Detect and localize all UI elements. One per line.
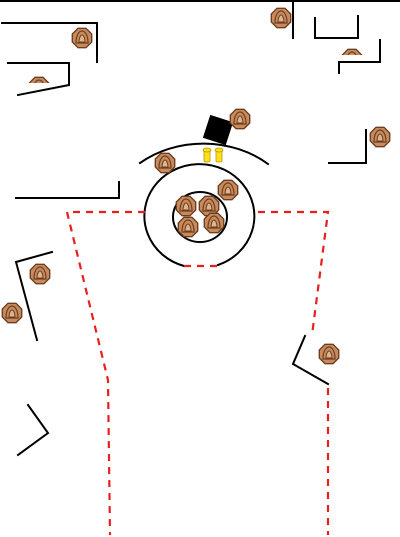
- fault-line-right: [258, 210, 330, 336]
- no-shoot-icon: [202, 147, 212, 163]
- circle-inner-wall: [172, 191, 228, 243]
- wall-left-mid: [15, 181, 120, 199]
- target-icon: [154, 152, 176, 174]
- target-icon: [29, 263, 51, 285]
- target-icon: [318, 343, 340, 365]
- circle-outer-wall: [143, 163, 256, 268]
- target-icon: [177, 216, 199, 238]
- wall-left-lower: [14, 250, 54, 342]
- target-icon: [1, 302, 23, 324]
- target-icon: [270, 7, 292, 29]
- no-shoot-markers: [202, 147, 224, 163]
- wall-top-left: [1, 22, 98, 63]
- target-icon: [28, 76, 50, 83]
- target-icon: [217, 179, 239, 201]
- target-icon: [229, 108, 251, 130]
- fault-lines: [65, 210, 330, 536]
- target-icon: [198, 195, 220, 217]
- wall-right-upper: [338, 39, 381, 74]
- wall-top-right-bracket: [314, 15, 359, 39]
- target-icon: [341, 48, 363, 55]
- walls: [1, 1, 381, 457]
- wall-left-upper: [7, 62, 70, 97]
- fault-line-left: [65, 210, 145, 536]
- no-shoot-icon: [214, 147, 224, 163]
- arc-barricade-top: [138, 142, 270, 166]
- target-icon: [369, 126, 391, 148]
- start-box: [202, 114, 234, 146]
- target-icon: [175, 195, 197, 217]
- targets: [1, 7, 391, 365]
- wall-left-bottom: [16, 403, 50, 457]
- wall-right-mid: [328, 129, 367, 164]
- target-icon: [203, 212, 225, 234]
- target-icon: [71, 27, 93, 49]
- wall-right-lower: [291, 334, 330, 386]
